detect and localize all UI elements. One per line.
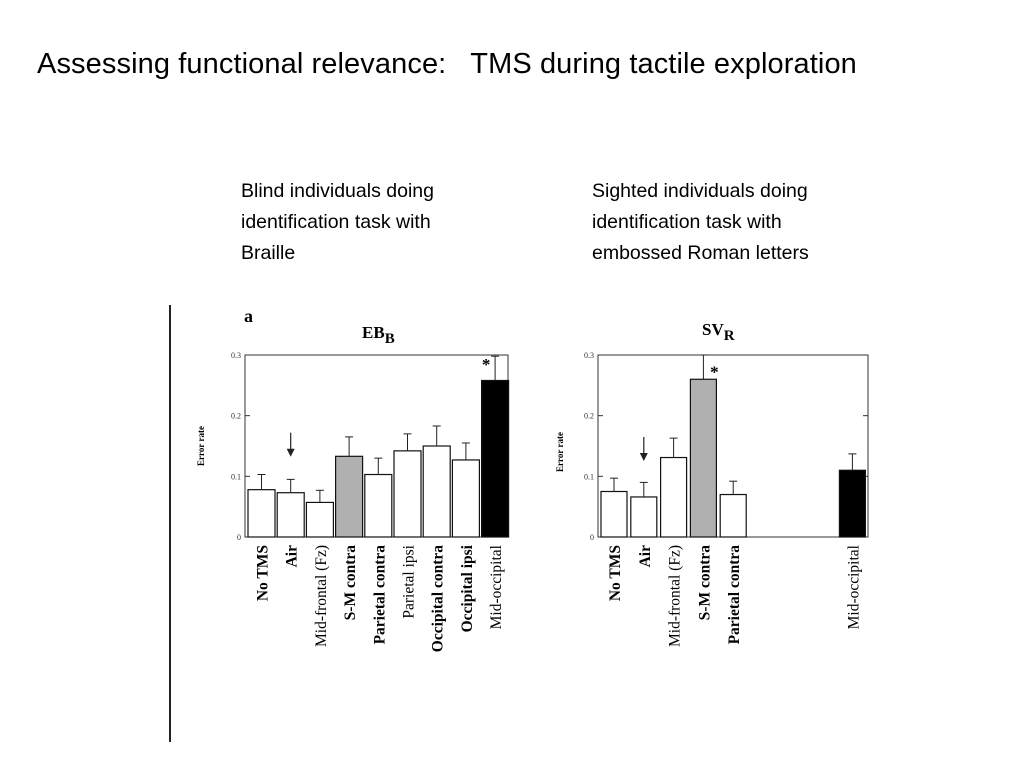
bar-mid-frontal-fz	[659, 456, 688, 538]
category-label-mid-occipital: Mid-occipital	[488, 545, 505, 629]
y-tick-label: 0.2	[584, 412, 594, 421]
category-label-s-m-contra: S-M contra	[342, 545, 359, 621]
category-label-occipital-contra: Occipital contra	[430, 545, 447, 652]
category-label-mid-frontal-fz: Mid-frontal (Fz)	[313, 545, 330, 647]
bar-s-m-contra	[689, 378, 718, 538]
chart-title: EBB	[362, 323, 395, 347]
category-label-air: Air	[637, 545, 654, 568]
category-label-air: Air	[284, 545, 301, 568]
caption-blind-line-3: Braille	[241, 242, 296, 264]
caption-sighted: Sighted individuals doing identification…	[592, 176, 809, 269]
bar-s-m-contra	[335, 455, 364, 538]
category-label-parietal-ipsi: Parietal ipsi	[401, 544, 418, 618]
bar-mid-frontal-fz	[305, 501, 334, 538]
y-tick-label: 0	[237, 533, 241, 542]
bar-air	[630, 496, 658, 538]
bar-occipital-ipsi	[451, 459, 480, 538]
arrow-marker-head	[286, 448, 295, 457]
chart-title-sub: R	[724, 328, 735, 344]
y-tick-label: 0.3	[584, 351, 594, 360]
bar-no-tms	[247, 489, 276, 538]
significance-star: *	[482, 355, 491, 374]
y-tick-label: 0.1	[584, 472, 594, 481]
category-label-occipital-ipsi: Occipital ipsi	[459, 544, 476, 632]
bar-mid-occipital	[481, 379, 510, 538]
bar-air	[276, 492, 305, 538]
bar-parietal-contra	[719, 493, 747, 538]
y-tick-label: 0.1	[231, 472, 241, 481]
arrow-marker-head	[639, 452, 648, 461]
category-label-mid-frontal-fz: Mid-frontal (Fz)	[667, 545, 684, 647]
caption-blind-line-2: identification task with	[241, 211, 431, 233]
chart-title-main: SV	[702, 320, 724, 339]
bar-mid-occipital	[838, 469, 867, 538]
bar-no-tms	[600, 490, 628, 538]
chart-title-sub: B	[385, 331, 395, 347]
chart-title-main: EB	[362, 323, 385, 342]
y-tick-label: 0.2	[231, 412, 241, 421]
caption-sighted-line-3: embossed Roman letters	[592, 242, 809, 264]
category-label-mid-occipital: Mid-occipital	[845, 545, 862, 629]
y-tick-label: 0	[590, 533, 594, 542]
caption-sighted-line-1: Sighted individuals doing	[592, 180, 808, 202]
caption-blind-line-1: Blind individuals doing	[241, 180, 434, 202]
significance-star: *	[710, 362, 719, 381]
panel-label: a	[244, 306, 253, 326]
category-label-s-m-contra: S-M contra	[696, 545, 713, 621]
category-label-no-tms: No TMS	[255, 545, 272, 601]
chart-title: SVR	[702, 320, 735, 344]
slide-title: Assessing functional relevance: TMS duri…	[37, 48, 857, 80]
y-axis-label: Error rate	[196, 426, 206, 466]
bar-parietal-contra	[364, 473, 393, 538]
bar-parietal-ipsi	[393, 450, 422, 538]
category-label-parietal-contra: Parietal contra	[726, 545, 743, 645]
category-label-parietal-contra: Parietal contra	[371, 545, 388, 645]
caption-blind: Blind individuals doing identification t…	[241, 176, 434, 269]
category-label-no-tms: No TMS	[607, 545, 624, 601]
y-axis-label: Error rate	[555, 432, 565, 472]
y-tick-label: 0.3	[231, 351, 241, 360]
caption-sighted-line-2: identification task with	[592, 211, 782, 233]
bar-occipital-contra	[422, 445, 451, 538]
